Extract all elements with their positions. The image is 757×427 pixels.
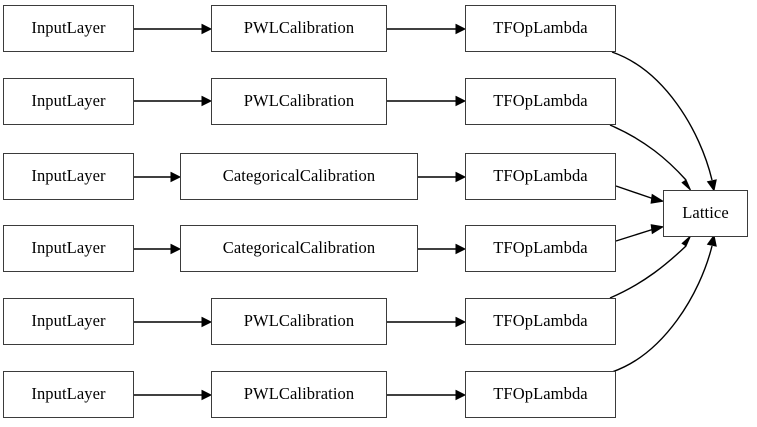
node-label: PWLCalibration bbox=[243, 18, 355, 38]
edge-calibration-to-op-5 bbox=[387, 316, 467, 328]
edge-op-to-lattice-1 bbox=[611, 51, 717, 192]
node-label: InputLayer bbox=[31, 238, 106, 258]
node-label: TFOpLambda bbox=[493, 384, 588, 404]
node-label: CategoricalCalibration bbox=[222, 238, 376, 258]
node-label: TFOpLambda bbox=[493, 18, 588, 38]
node-label: TFOpLambda bbox=[493, 166, 588, 186]
edge-calibration-to-op-1 bbox=[387, 23, 467, 35]
node-tfoplambda-5[interactable]: TFOpLambda bbox=[465, 298, 616, 345]
edge-input-to-calibration-2 bbox=[134, 95, 213, 107]
node-pwl-calibration-2[interactable]: PWLCalibration bbox=[211, 78, 387, 125]
node-label: TFOpLambda bbox=[493, 311, 588, 331]
edge-calibration-to-op-2 bbox=[387, 95, 467, 107]
node-label: InputLayer bbox=[31, 166, 106, 186]
node-label: InputLayer bbox=[31, 384, 106, 404]
node-lattice[interactable]: Lattice bbox=[663, 190, 748, 237]
node-label: Lattice bbox=[682, 203, 729, 223]
node-tfoplambda-3[interactable]: TFOpLambda bbox=[465, 153, 616, 200]
node-label: InputLayer bbox=[31, 311, 106, 331]
node-pwl-calibration-5[interactable]: PWLCalibration bbox=[211, 298, 387, 345]
node-pwl-calibration-6[interactable]: PWLCalibration bbox=[211, 371, 387, 418]
node-label: TFOpLambda bbox=[493, 238, 588, 258]
node-categorical-calibration-3[interactable]: CategoricalCalibration bbox=[180, 153, 418, 200]
edge-op-to-lattice-2 bbox=[609, 124, 691, 191]
node-input-layer-4[interactable]: InputLayer bbox=[3, 225, 134, 272]
edge-calibration-to-op-3 bbox=[418, 171, 467, 183]
edge-calibration-to-op-6 bbox=[387, 389, 467, 401]
node-tfoplambda-4[interactable]: TFOpLambda bbox=[465, 225, 616, 272]
edge-op-to-lattice-3 bbox=[615, 185, 665, 204]
edge-calibration-to-op-4 bbox=[418, 243, 467, 255]
node-input-layer-6[interactable]: InputLayer bbox=[3, 371, 134, 418]
edge-op-to-lattice-5 bbox=[609, 235, 691, 299]
edge-input-to-calibration-4 bbox=[134, 243, 182, 255]
node-input-layer-3[interactable]: InputLayer bbox=[3, 153, 134, 200]
node-label: PWLCalibration bbox=[243, 91, 355, 111]
node-tfoplambda-1[interactable]: TFOpLambda bbox=[465, 5, 616, 52]
node-tfoplambda-2[interactable]: TFOpLambda bbox=[465, 78, 616, 125]
edge-input-to-calibration-1 bbox=[134, 23, 213, 35]
node-label: TFOpLambda bbox=[493, 91, 588, 111]
edge-op-to-lattice-4 bbox=[615, 224, 665, 242]
edge-input-to-calibration-3 bbox=[134, 171, 182, 183]
node-label: InputLayer bbox=[31, 18, 106, 38]
node-label: PWLCalibration bbox=[243, 384, 355, 404]
node-categorical-calibration-4[interactable]: CategoricalCalibration bbox=[180, 225, 418, 272]
node-label: InputLayer bbox=[31, 91, 106, 111]
edge-input-to-calibration-5 bbox=[134, 316, 213, 328]
node-input-layer-1[interactable]: InputLayer bbox=[3, 5, 134, 52]
node-input-layer-2[interactable]: InputLayer bbox=[3, 78, 134, 125]
node-label: CategoricalCalibration bbox=[222, 166, 376, 186]
node-tfoplambda-6[interactable]: TFOpLambda bbox=[465, 371, 616, 418]
node-input-layer-5[interactable]: InputLayer bbox=[3, 298, 134, 345]
node-pwl-calibration-1[interactable]: PWLCalibration bbox=[211, 5, 387, 52]
node-label: PWLCalibration bbox=[243, 311, 355, 331]
edge-input-to-calibration-6 bbox=[134, 389, 213, 401]
edge-op-to-lattice-6 bbox=[611, 234, 717, 373]
